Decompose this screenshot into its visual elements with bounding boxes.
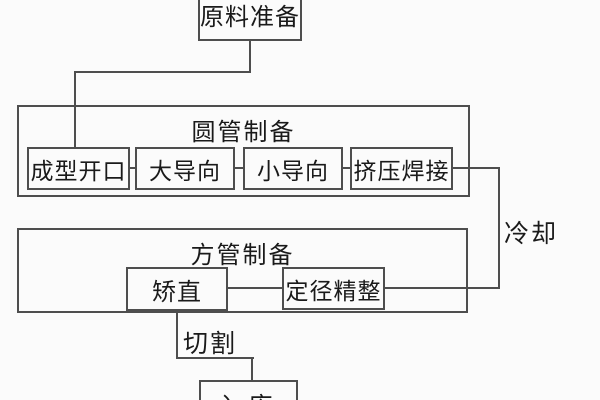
edge-label-cutting: 切割 xyxy=(183,331,238,358)
group-box-round-tube: 圆管制备 xyxy=(17,105,470,197)
group-box-square-tube: 方管制备 xyxy=(17,228,468,313)
connector-straightening-to-sizing xyxy=(227,287,283,289)
node-warehousing: 入库 xyxy=(199,380,298,400)
connector-large-to-small-guide xyxy=(234,167,245,169)
node-forming-opening: 成型开口 xyxy=(27,147,130,190)
node-large-guide: 大导向 xyxy=(135,147,235,190)
node-raw-material-prep: 原料准备 xyxy=(198,0,302,41)
group-title-square-tube: 方管制备 xyxy=(190,243,295,269)
connector-raw-material-down xyxy=(249,39,251,73)
node-small-guide: 小导向 xyxy=(243,147,343,190)
connector-cooling-into-sizing xyxy=(384,287,500,289)
connector-cutting-down xyxy=(176,310,178,359)
connector-small-guide-to-extrusion xyxy=(342,167,352,169)
node-sizing-finishing: 定径精整 xyxy=(282,267,385,310)
node-extrusion-welding: 挤压焊接 xyxy=(350,147,453,190)
connector-raw-material-into-forming xyxy=(74,71,76,149)
edge-label-cooling: 冷却 xyxy=(504,221,559,248)
node-straightening: 矫直 xyxy=(126,267,228,311)
connector-cutting-into-warehouse xyxy=(251,357,253,382)
connector-cooling-down xyxy=(498,167,500,289)
connector-forming-to-large-guide xyxy=(129,167,137,169)
group-title-round-tube: 圆管制备 xyxy=(191,120,296,146)
connector-cutting-across xyxy=(176,357,254,359)
connector-cooling-out xyxy=(452,167,500,169)
connector-raw-material-across xyxy=(74,71,251,73)
